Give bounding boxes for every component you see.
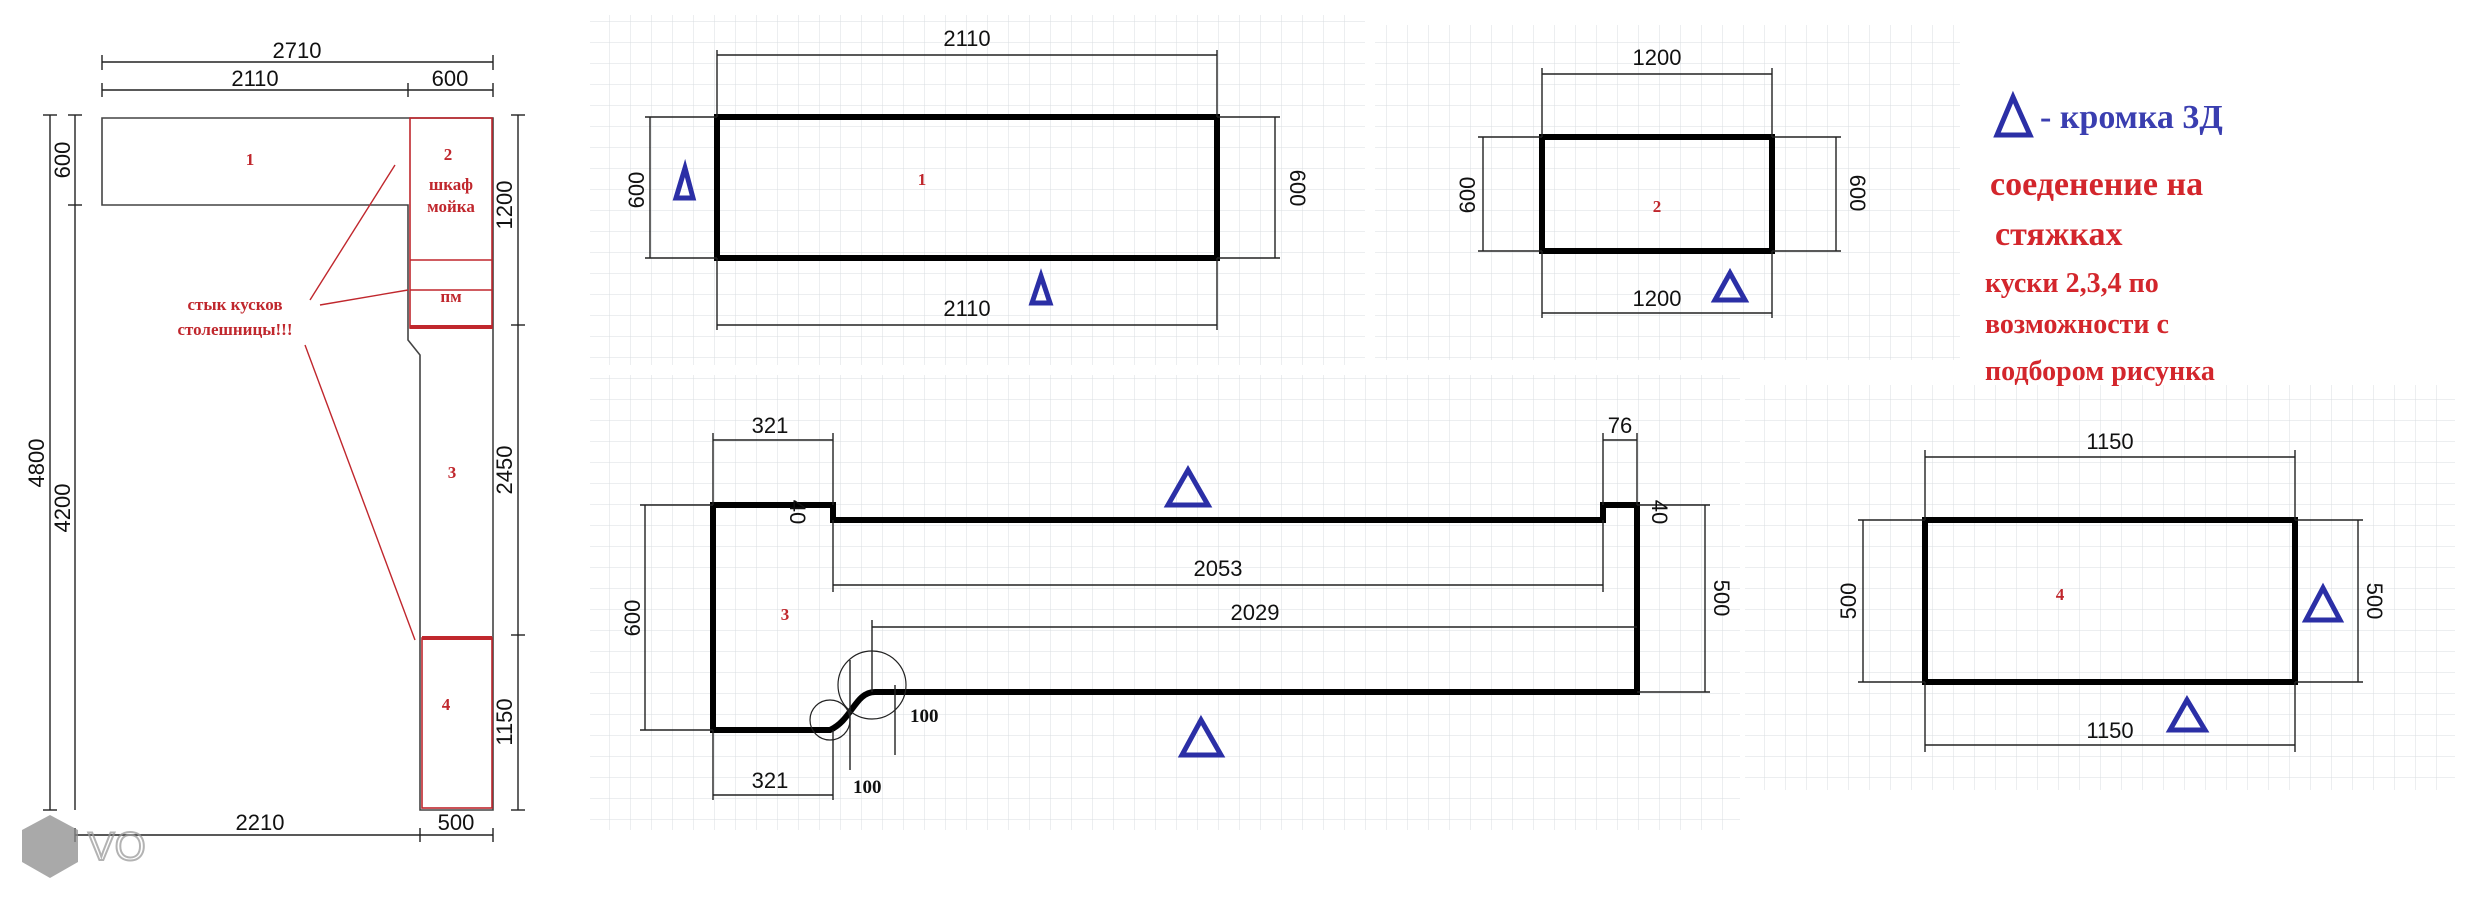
- piece3-dim-bottom-left: 321: [752, 768, 789, 793]
- dim-top-left: 2110: [231, 66, 278, 91]
- overview-label-piece1: 1: [246, 150, 255, 169]
- piece3-detail: 321 76 2053 2029 600 500 40 40 321 100 1…: [620, 413, 1734, 800]
- dim-left-top: 600: [50, 142, 75, 179]
- overview-label-pm: пм: [440, 287, 462, 306]
- edge-marker-icon: [1993, 90, 2034, 138]
- dim-bottom-right: 500: [438, 810, 475, 835]
- piece1-label: 1: [918, 170, 927, 189]
- legend-note-line1: куски 2,3,4 по: [1985, 268, 2159, 299]
- piece2-dim-left: 600: [1455, 177, 1480, 214]
- dim-left-inner: 4200: [50, 484, 75, 533]
- piece3-dim-inner: 2053: [1194, 556, 1243, 581]
- dim-bottom-left: 2210: [236, 810, 285, 835]
- dim-left-outer: 4800: [24, 439, 49, 488]
- edge-marker-icon: [2165, 695, 2210, 733]
- overview-label-piece2: 2: [444, 145, 453, 164]
- piece4-label: 4: [2056, 585, 2065, 604]
- piece3-dim-top-left: 321: [752, 413, 789, 438]
- watermark: VO: [22, 815, 147, 878]
- piece3-dim-lower: 2029: [1231, 600, 1280, 625]
- piece3-label: 3: [781, 605, 790, 624]
- piece2-dim-right: 600: [1845, 175, 1870, 212]
- piece1-dim-top: 2110: [943, 26, 990, 51]
- overview-label-sink: мойка: [427, 197, 475, 216]
- overview-label-piece3: 3: [448, 463, 457, 482]
- piece3-dim-notch-left: 40: [785, 500, 810, 524]
- legend: - кромка 3Д соеденение на стяжках куски …: [1985, 90, 2223, 387]
- piece1-detail: 2110 2110 600 600 1: [624, 26, 1310, 330]
- piece4-dim-right: 500: [2362, 583, 2387, 620]
- overview-plan: 2710 2110 600 4800 4200 600 2210 500 120…: [24, 38, 525, 842]
- piece2-label: 2: [1653, 197, 1662, 216]
- legend-note-line2: возможности с: [1985, 309, 2169, 340]
- legend-joint-line1: соеденение на: [1990, 166, 2203, 203]
- piece2-dim-top: 1200: [1633, 45, 1682, 70]
- piece4-dim-top: 1150: [2086, 429, 2133, 454]
- grid-panel-3: [590, 375, 1740, 830]
- legend-note-line3: подбором рисунка: [1985, 356, 2215, 387]
- joint-note-line2: столешницы!!!: [177, 320, 292, 339]
- piece4-dim-bottom: 1150: [2086, 718, 2133, 743]
- joint-note-line1: стык кусков: [187, 295, 282, 314]
- legend-edge-text: - кромка 3Д: [2040, 99, 2223, 136]
- piece2-dim-bottom: 1200: [1633, 286, 1682, 311]
- edge-marker-icon: [672, 158, 697, 201]
- overview-label-cabinet: шкаф: [429, 175, 473, 194]
- dim-top-right: 600: [432, 66, 469, 91]
- piece3-dim-left: 600: [620, 600, 645, 637]
- edge-marker-icon: [1710, 267, 1750, 303]
- edge-marker-icon: [1177, 714, 1226, 758]
- piece2-detail: 1200 1200 600 600 2: [1455, 45, 1870, 318]
- hexagon-logo-icon: [22, 815, 78, 878]
- dim-right-1200: 1200: [492, 181, 517, 230]
- legend-joint-line2: стяжках: [1995, 216, 2122, 253]
- edge-marker-icon: [2301, 582, 2345, 623]
- dim-right-2450: 2450: [492, 446, 517, 495]
- edge-marker-icon: [1028, 268, 1054, 306]
- edge-marker-icon: [1163, 464, 1213, 508]
- piece4-detail: 1150 1150 500 500 4: [1836, 429, 2387, 752]
- piece3-dim-r1: 100: [910, 706, 939, 727]
- piece4-dim-left: 500: [1836, 583, 1861, 620]
- grid-panel-2: [1375, 25, 1960, 360]
- piece3-dim-right: 500: [1709, 580, 1734, 617]
- piece1-dim-right: 600: [1285, 170, 1310, 207]
- overview-label-piece4: 4: [442, 695, 451, 714]
- piece1-dim-left: 600: [624, 172, 649, 209]
- watermark-text: VO: [88, 825, 146, 869]
- piece3-dim-notch-right: 40: [1647, 500, 1672, 524]
- piece3-dim-top-right: 76: [1608, 413, 1632, 438]
- dim-total-width: 2710: [273, 38, 322, 63]
- piece1-dim-bottom: 2110: [943, 296, 990, 321]
- piece3-dim-r2: 100: [853, 777, 882, 798]
- dim-right-1150: 1150: [492, 698, 517, 745]
